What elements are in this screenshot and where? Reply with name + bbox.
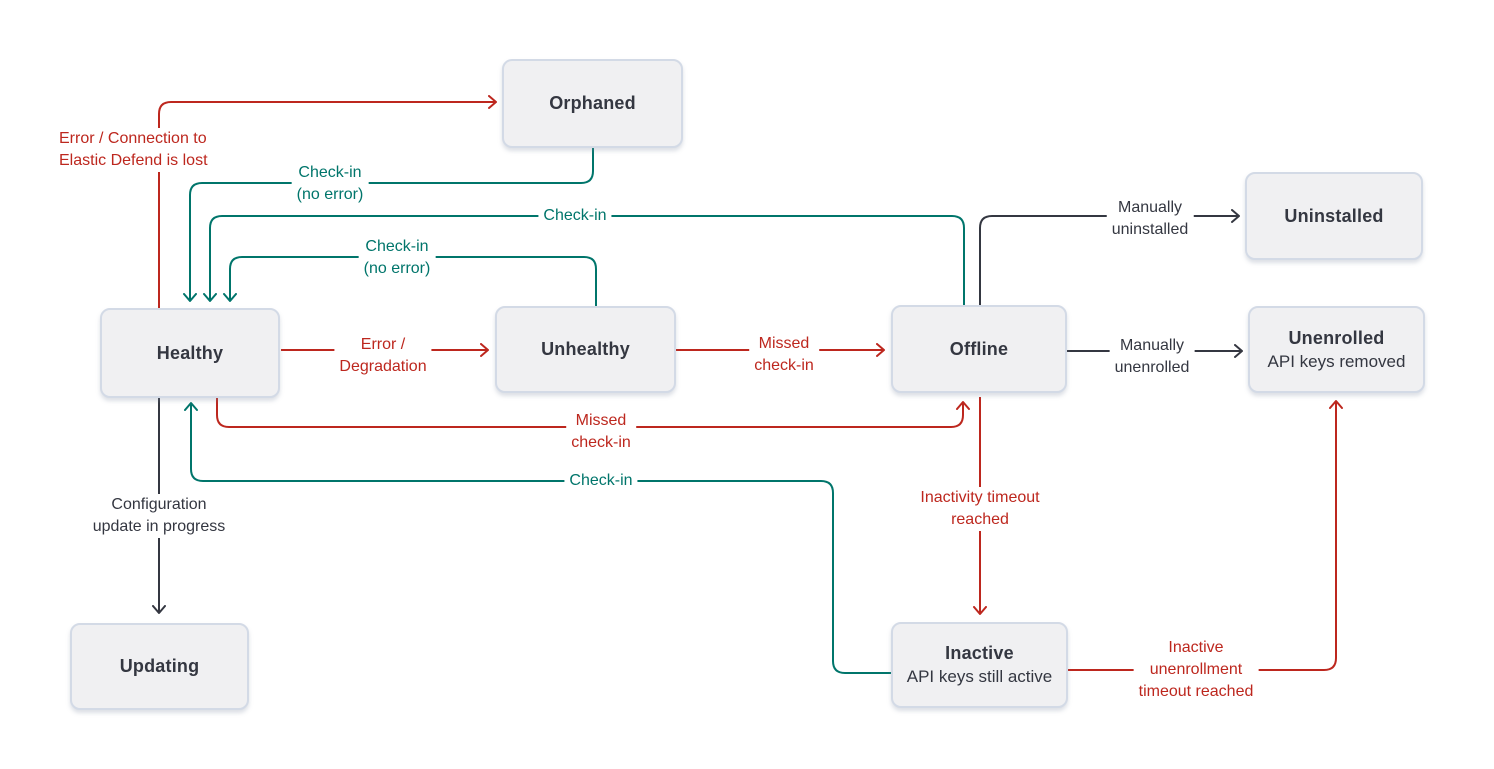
node-updating: Updating <box>70 623 249 710</box>
edge-label-orphaned-to-healthy: Check-in (no error) <box>291 162 369 206</box>
edge-label-healthy-to-offline: Missed check-in <box>566 410 636 454</box>
node-unenrolled-subtitle: API keys removed <box>1267 351 1406 371</box>
node-unenrolled-title: Unenrolled <box>1288 327 1385 348</box>
node-healthy: Healthy <box>100 308 280 398</box>
edge-offline-to-healthy <box>203 215 965 305</box>
node-updating-title: Updating <box>119 656 200 676</box>
node-offline-title: Offline <box>949 338 1009 359</box>
edge-label-offline-to-uninstalled: Manually uninstalled <box>1106 197 1194 241</box>
edge-label-healthy-to-updating: Configuration update in progress <box>87 494 231 538</box>
edge-label-offline-to-inactive: Inactivity timeout reached <box>915 487 1045 531</box>
node-offline: Offline <box>891 305 1067 393</box>
node-unhealthy: Unhealthy <box>495 306 676 393</box>
edge-inactive-to-unenrolled <box>1068 400 1343 671</box>
node-unenrolled: Unenrolled API keys removed <box>1248 306 1425 393</box>
edge-label-inactive-to-healthy: Check-in <box>564 470 638 492</box>
edge-label-unhealthy-to-offline: Missed check-in <box>749 333 819 377</box>
edge-label-healthy-to-unhealthy: Error / Degradation <box>334 334 432 378</box>
node-inactive-subtitle: API keys still active <box>906 667 1053 686</box>
node-uninstalled: Uninstalled <box>1245 172 1423 260</box>
edge-label-offline-to-unenrolled: Manually unenrolled <box>1109 335 1195 379</box>
edge-label-offline-to-healthy: Check-in <box>538 205 612 227</box>
edge-label-unhealthy-to-healthy: Check-in (no error) <box>358 236 436 280</box>
node-orphaned-title: Orphaned <box>549 93 636 113</box>
node-inactive: Inactive API keys still active <box>891 622 1068 708</box>
node-orphaned: Orphaned <box>502 59 683 148</box>
node-unhealthy-title: Unhealthy <box>541 339 630 359</box>
edge-label-healthy-to-orphaned: Error / Connection to Elastic Defend is … <box>54 128 213 172</box>
node-inactive-title: Inactive <box>945 643 1014 663</box>
node-healthy-title: Healthy <box>156 342 224 363</box>
node-uninstalled-title: Uninstalled <box>1284 205 1384 226</box>
edge-label-inactive-to-unenrolled: Inactive unenrollment timeout reached <box>1133 637 1259 703</box>
edge-inactive-to-healthy <box>184 402 891 674</box>
